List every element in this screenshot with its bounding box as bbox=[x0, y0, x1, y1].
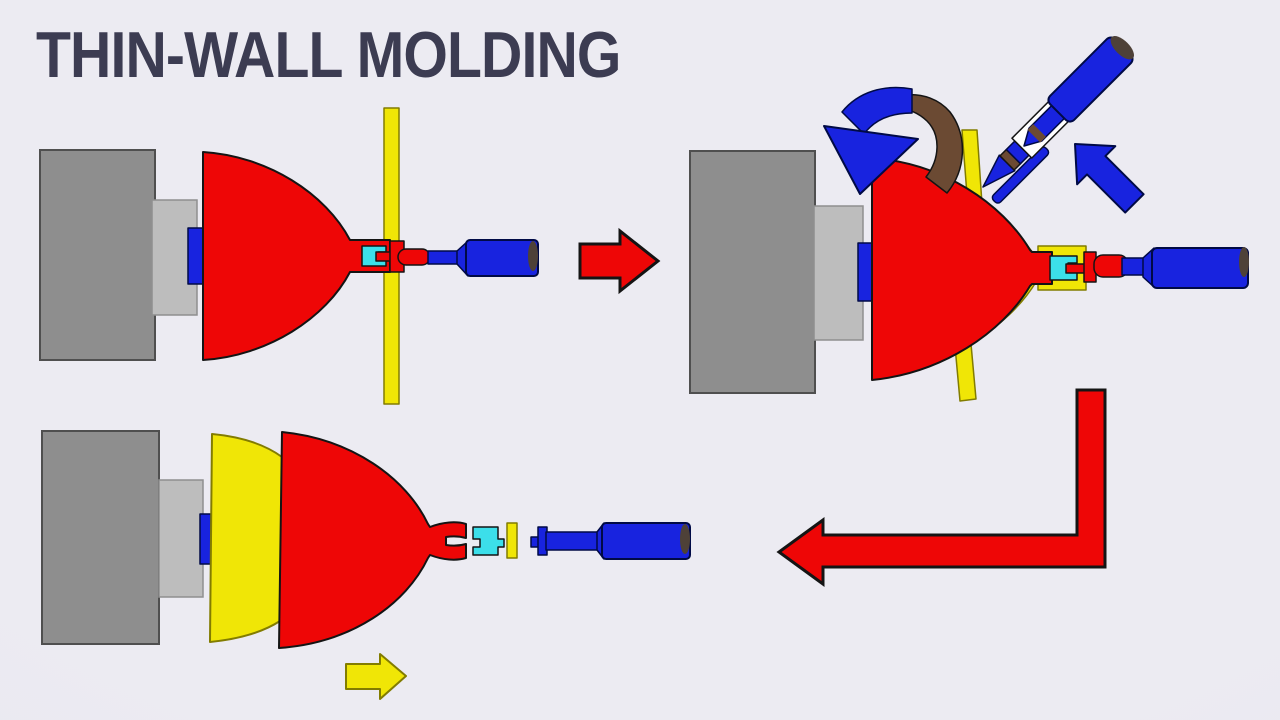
rotation-arrow-icon bbox=[823, 125, 919, 195]
spacer-bar bbox=[506, 522, 518, 559]
step-arrow-down-left-icon bbox=[776, 388, 1107, 587]
step-arrow-right-icon bbox=[578, 227, 661, 295]
mold-shell bbox=[209, 433, 289, 643]
stage-2-coating-applied bbox=[689, 35, 1249, 402]
mandrel-end-cap bbox=[680, 524, 690, 554]
page-title: THIN-WALL MOLDING bbox=[36, 18, 621, 91]
feed-arrow bbox=[1074, 143, 1145, 214]
mandrel-body bbox=[465, 239, 539, 277]
spindle-hub bbox=[199, 513, 212, 565]
applicator-tool bbox=[982, 35, 1135, 204]
stage-1-formed-shell bbox=[39, 107, 539, 405]
stage-3-demolded bbox=[41, 430, 691, 700]
mandrel-body bbox=[1151, 247, 1249, 289]
mandrel-shaft bbox=[545, 531, 599, 551]
rotation-arrow-band bbox=[841, 86, 913, 135]
feed-rod bbox=[991, 146, 1050, 204]
bell-shell bbox=[871, 157, 1053, 381]
clamp-block bbox=[158, 479, 204, 598]
cartridge-band bbox=[1027, 124, 1046, 143]
mandrel-end-cap bbox=[1239, 247, 1249, 277]
eject-arrow-right-icon bbox=[345, 653, 407, 700]
feed-arrow-icon bbox=[1074, 143, 1145, 214]
backing-block bbox=[689, 150, 816, 394]
clamp-block bbox=[813, 205, 864, 341]
mandrel-end-cap bbox=[528, 241, 538, 271]
backing-block bbox=[41, 430, 160, 645]
throat-insert bbox=[472, 526, 505, 556]
molded-bell bbox=[278, 431, 467, 649]
stem bbox=[397, 248, 431, 266]
backing-block bbox=[39, 149, 156, 361]
mandrel-shaft bbox=[1121, 257, 1145, 276]
tool-end-cap bbox=[1110, 35, 1135, 60]
mandrel-shaft bbox=[427, 250, 459, 265]
mandrel-body bbox=[601, 522, 691, 560]
